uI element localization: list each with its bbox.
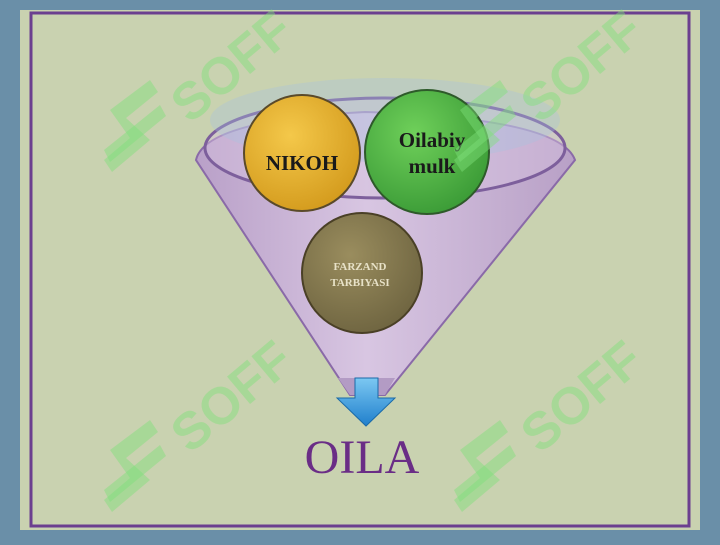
watermarks [104,80,516,512]
circle-farzand-label-line1: FARZAND [334,261,387,273]
watermark-logo-icon [454,420,516,512]
circle-mulk-label-line2: mulk [409,154,456,178]
result-label: OILA [305,431,420,484]
watermark-logo-icon [104,420,166,512]
circle-nikoh: NIKOH [243,94,361,212]
circle-oilabiy-mulk: Oilabiy mulk [364,89,490,215]
circle-farzand-label-line2: TARBIYASI [330,277,389,289]
circle-mulk-label-line1: Oilabiy [399,128,466,152]
down-arrow-icon [335,377,397,427]
circle-nikoh-label: NIKOH [266,151,338,175]
slide-border [29,11,691,528]
circle-farzand-tarbiyasi: FARZAND TARBIYASI [301,212,423,334]
watermark-logo-icon [454,80,516,172]
watermark-logo-icon [104,80,166,172]
